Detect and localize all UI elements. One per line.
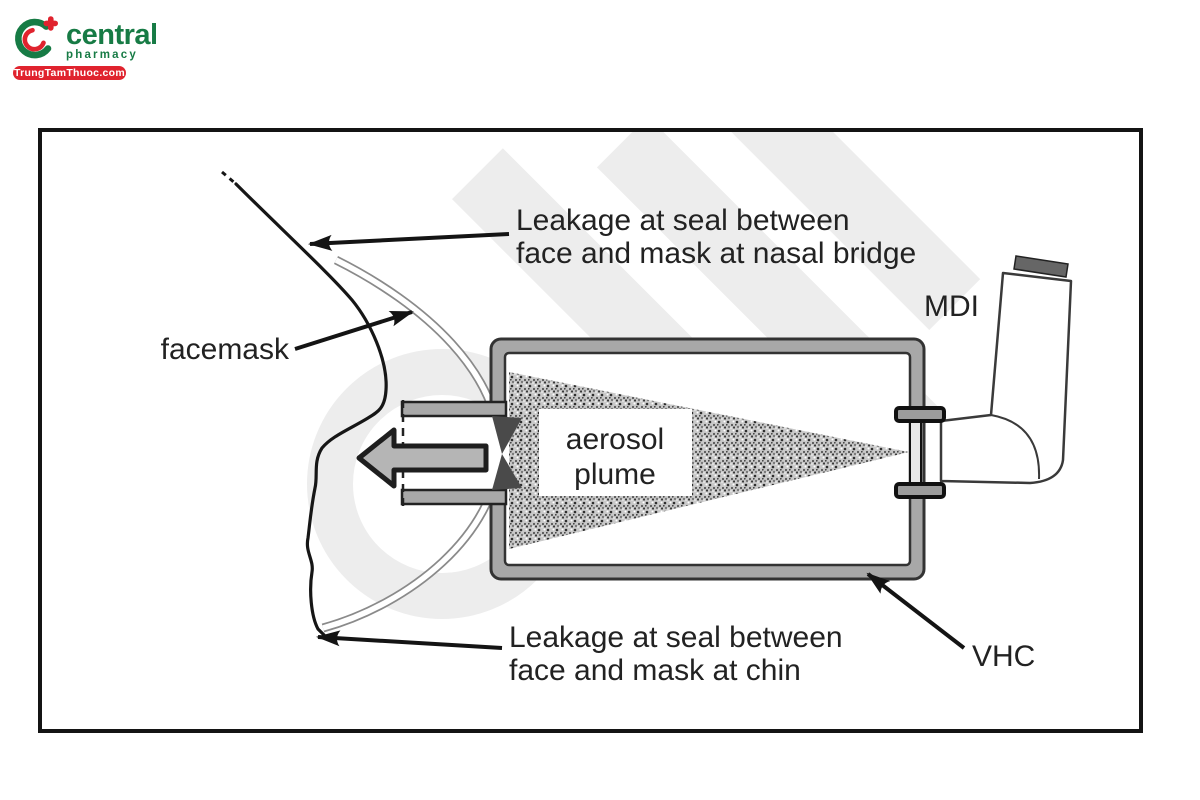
mdi-body [939, 271, 1073, 485]
mdi-canister-cap [1013, 255, 1069, 278]
vhc-arrow [866, 572, 966, 650]
exhale-flow-arrow [356, 427, 489, 489]
nasal-leak-arrow [308, 232, 510, 251]
mdi-label: MDI [924, 290, 979, 323]
face-profile-line [234, 182, 388, 639]
face-profile-dashed-start [221, 170, 237, 186]
nasal-leak-label-line2: face and mask at nasal bridge [516, 237, 916, 270]
logo-domain-badge: TrungTamThuoc.com [13, 66, 126, 80]
facemask-arrow [294, 310, 414, 351]
logo-brand: central [66, 19, 158, 51]
plume-label-box [539, 409, 692, 496]
inhalation-valve [492, 416, 522, 490]
central-pharmacy-c-icon [15, 16, 58, 59]
nasal-leak-label-line1: Leakage at seal between [516, 204, 850, 237]
chin-leak-arrow [316, 630, 503, 650]
vhc-facemask-diagram: aerosol plume Leakage at seal between fa [161, 132, 1073, 687]
plume-label-line2: plume [574, 458, 656, 491]
logo-plus-icon [43, 16, 58, 31]
facemask-label: facemask [161, 333, 290, 366]
logo-red-arc [22, 27, 46, 52]
chin-leak-label-line1: Leakage at seal between [509, 621, 843, 654]
logo-green-arc [15, 18, 52, 59]
mdi-inhaler [939, 255, 1073, 485]
mdi-adapter [894, 406, 946, 499]
diagram-frame: aerosol plume Leakage at seal between fa [38, 128, 1143, 733]
pharmacy-logo: central pharmacy [13, 15, 158, 62]
plume-label-line1: aerosol [566, 423, 664, 456]
chin-leak-label-line2: face and mask at chin [509, 654, 801, 687]
mdi-boot-inner-curve [990, 414, 1041, 480]
vhc-label: VHC [972, 640, 1035, 673]
logo-tagline: pharmacy [66, 49, 138, 61]
logo-text: central pharmacy [66, 19, 158, 62]
